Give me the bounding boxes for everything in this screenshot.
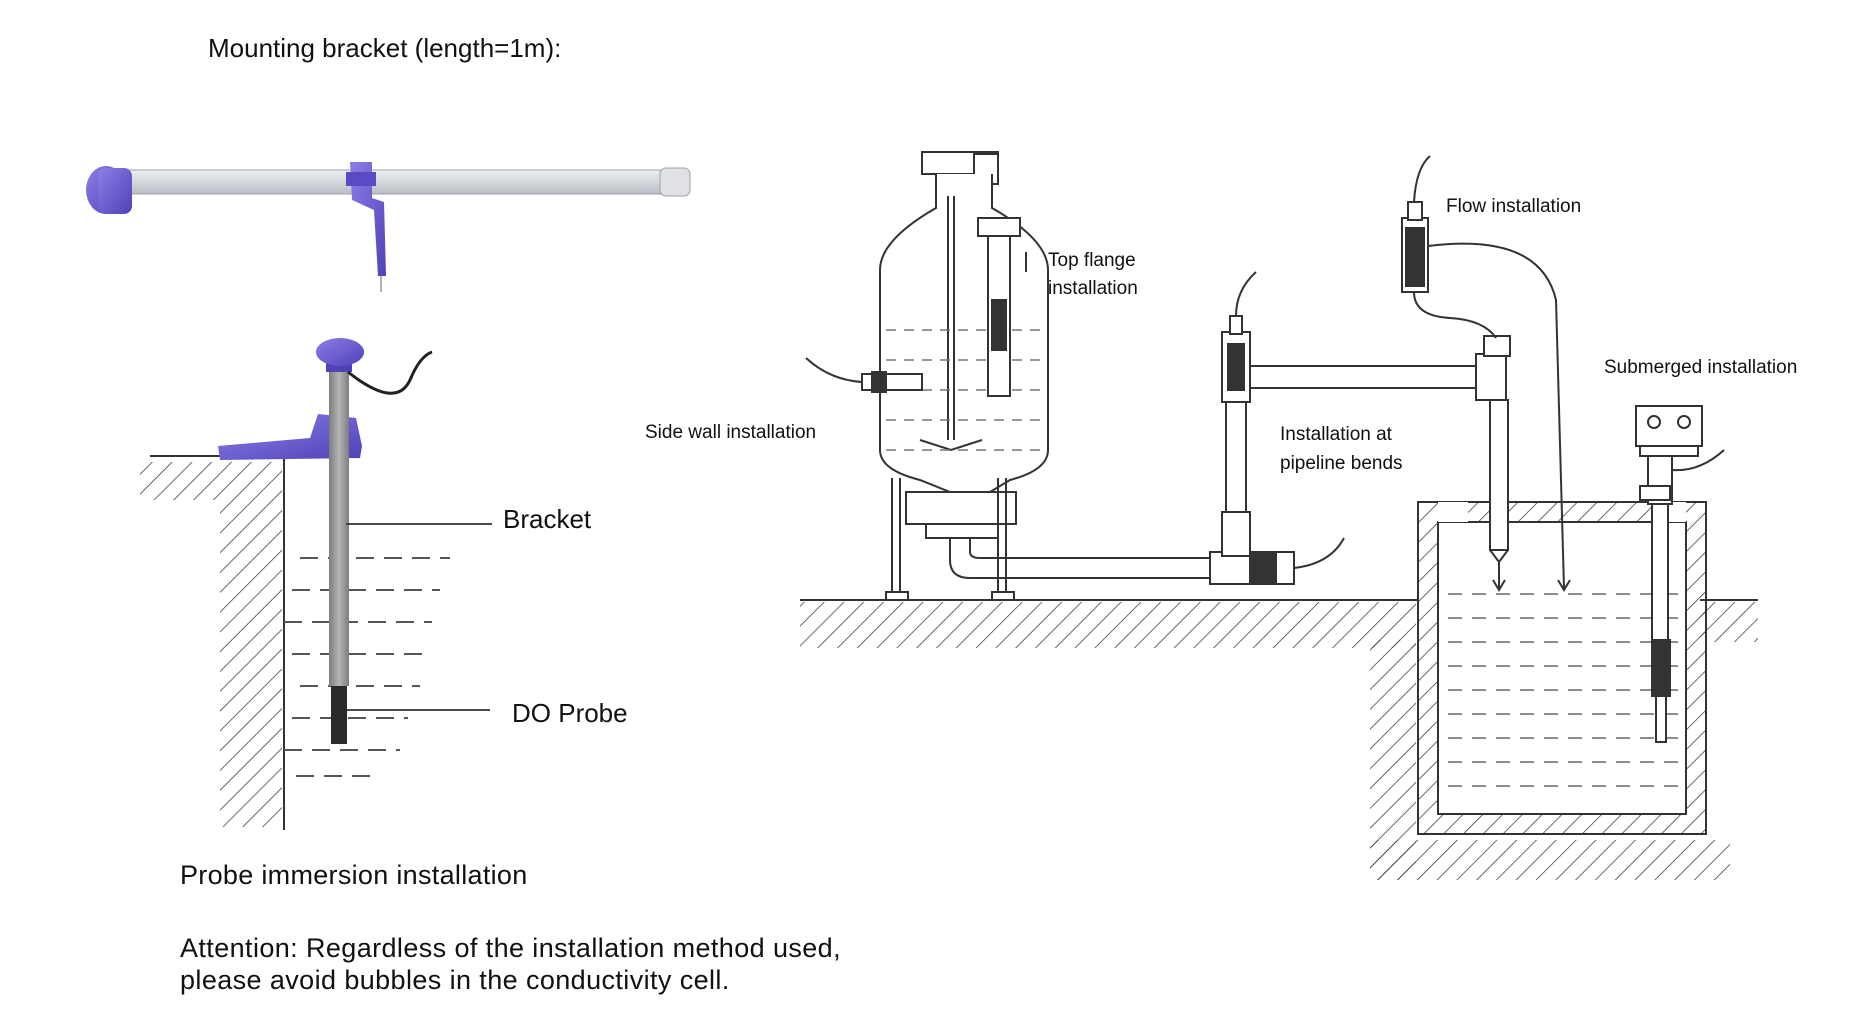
label-submerged: Submerged installation: [1604, 357, 1797, 378]
label-flow: Flow installation: [1446, 196, 1581, 217]
installation-labels: Top flange installation Side wall instal…: [645, 196, 1797, 474]
caption-probe-immersion: Probe immersion installation: [180, 860, 528, 890]
probe-immersion-diagram: Bracket DO Probe: [140, 338, 628, 830]
label-pipeline-line1: Installation at: [1280, 424, 1393, 445]
label-top-flange-line1: Top flange: [1048, 250, 1136, 271]
label-do-probe: DO Probe: [512, 698, 628, 728]
attention-line-1: Attention: Regardless of the installatio…: [180, 933, 841, 963]
page-title: Mounting bracket (length=1m):: [208, 33, 562, 63]
label-side-wall: Side wall installation: [645, 422, 816, 443]
attention-line-2: please avoid bubbles in the conductivity…: [180, 965, 730, 995]
label-bracket: Bracket: [503, 504, 592, 534]
attention-note: Attention: Regardless of the installatio…: [180, 932, 841, 996]
mounting-bracket-illustration: [86, 162, 691, 292]
label-pipeline-line2: pipeline bends: [1280, 453, 1403, 474]
installation-methods-diagram: [800, 151, 1758, 880]
label-top-flange-line2: installation: [1048, 278, 1138, 299]
